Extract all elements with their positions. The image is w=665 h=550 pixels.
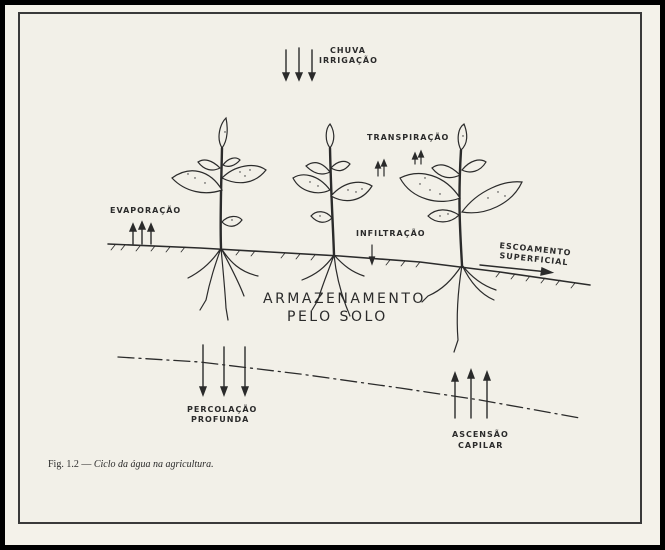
label-capillary-2: CAPILAR [458, 441, 503, 451]
label-transpiration: TRANSPIRAÇÃO [367, 133, 449, 143]
caption-prefix: Fig. 1.2 — [48, 459, 94, 470]
percolation-arrows [200, 345, 248, 395]
caption-text: Ciclo da água na agricultura. [94, 459, 214, 470]
label-storage: ARMAZENAMENTO [263, 291, 426, 308]
evaporation-arrows [130, 222, 154, 244]
transpiration-arrows [376, 151, 424, 176]
label-percolation-2: PROFUNDA [191, 415, 249, 425]
plant-2 [293, 124, 372, 316]
label-irrigation: IRRIGAÇÃO [319, 56, 378, 66]
plant-1 [172, 118, 266, 320]
runoff-arrow [480, 265, 552, 275]
label-percolation: PERCOLAÇÃO [187, 405, 257, 415]
label-storage-2: PELO SOLO [287, 309, 388, 326]
capillary-arrows [452, 370, 490, 418]
label-rain: CHUVA [330, 46, 366, 56]
figure-caption: Fig. 1.2 — Ciclo da água na agricultura. [48, 459, 214, 470]
infiltration-arrow [370, 245, 375, 264]
label-capillary: ASCENSÃO [452, 430, 509, 440]
label-evaporation: EVAPORAÇÃO [110, 206, 181, 216]
label-infiltration: INFILTRAÇÃO [356, 229, 426, 239]
rain-arrows [283, 48, 315, 80]
